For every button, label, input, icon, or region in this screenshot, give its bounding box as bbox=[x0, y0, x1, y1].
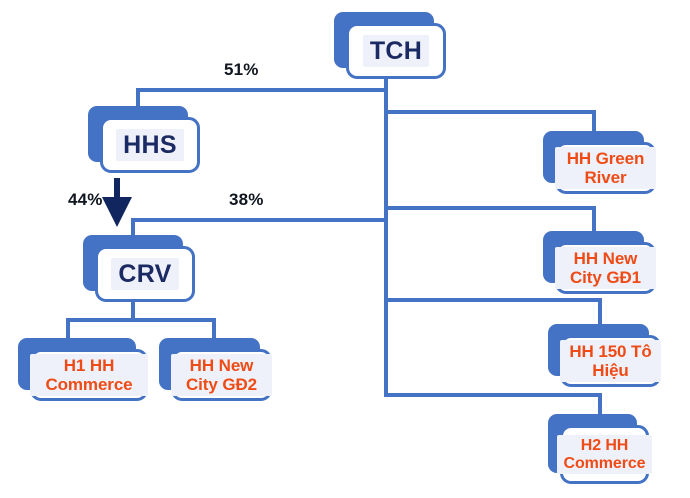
node-hh-green-river-label: HH Green River bbox=[555, 146, 656, 190]
edge-tch-new-city-gd1 bbox=[384, 206, 596, 234]
node-hh-new-city-gd2[interactable]: HH New City GĐ2 bbox=[159, 338, 272, 401]
node-tch[interactable]: TCH bbox=[334, 12, 446, 79]
node-h1-hh-commerce-label-plate: H1 HH Commerce bbox=[30, 349, 148, 401]
node-hh-green-river-label-plate: HH Green River bbox=[555, 142, 656, 194]
node-tch-label: TCH bbox=[362, 35, 430, 67]
node-hhs-label-plate: HHS bbox=[100, 117, 200, 173]
node-h2-hh-commerce-label: H2 HH Commerce bbox=[556, 434, 653, 475]
edge-tch-green-river bbox=[384, 110, 596, 134]
node-h1-hh-commerce[interactable]: H1 HH Commerce bbox=[18, 338, 148, 401]
node-hh-green-river[interactable]: HH Green River bbox=[543, 131, 656, 194]
node-hhs-label: HHS bbox=[116, 129, 184, 161]
node-hh-new-city-gd1-label: HH New City GĐ1 bbox=[555, 246, 656, 290]
edge-tch-150-to-hieu bbox=[384, 298, 602, 327]
edge-tch-h2-hh-commerce bbox=[384, 393, 602, 417]
node-crv[interactable]: CRV bbox=[83, 235, 195, 302]
node-hhs[interactable]: HHS bbox=[88, 106, 200, 173]
node-h1-hh-commerce-label: H1 HH Commerce bbox=[30, 353, 148, 397]
percent-label-tch-crv: 38% bbox=[229, 190, 264, 209]
node-hh-150-to-hieu-label-plate: HH 150 Tô Hiệu bbox=[560, 335, 661, 387]
node-tch-label-plate: TCH bbox=[346, 23, 446, 79]
node-hh-new-city-gd2-label-plate: HH New City GĐ2 bbox=[171, 349, 272, 401]
node-hh-150-to-hieu[interactable]: HH 150 Tô Hiệu bbox=[548, 324, 661, 387]
percent-label-tch-hhs: 51% bbox=[224, 60, 259, 79]
node-hh-150-to-hieu-label: HH 150 Tô Hiệu bbox=[560, 339, 661, 383]
node-h2-hh-commerce-label-plate: H2 HH Commerce bbox=[556, 425, 653, 484]
percent-label-hhs-crv: 44% bbox=[68, 190, 103, 209]
node-hh-new-city-gd1[interactable]: HH New City GĐ1 bbox=[543, 231, 656, 294]
node-crv-label-plate: CRV bbox=[95, 246, 195, 302]
node-hh-new-city-gd2-label: HH New City GĐ2 bbox=[171, 353, 272, 397]
node-crv-label: CRV bbox=[111, 258, 179, 290]
node-h2-hh-commerce[interactable]: H2 HH Commerce bbox=[548, 414, 653, 484]
node-hh-new-city-gd1-label-plate: HH New City GĐ1 bbox=[555, 242, 656, 294]
